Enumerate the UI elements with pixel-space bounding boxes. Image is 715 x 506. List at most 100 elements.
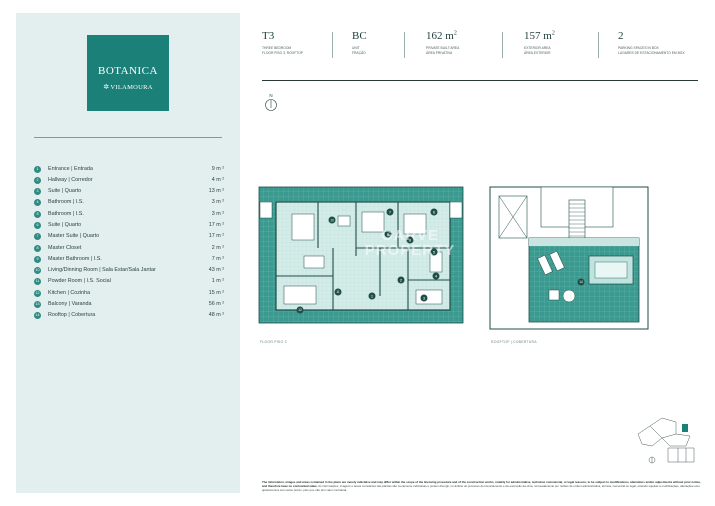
parking-value: 2 [618, 30, 624, 42]
typology-value: T3 [262, 30, 275, 42]
unit-header: T3 THREE BEDROOM FLOOR PISO 3, ROOFTOP B… [262, 30, 698, 82]
exterior-area-label-pt: ÁREA EXTERIOR [524, 50, 551, 55]
header-separator [598, 32, 599, 58]
header-rule [262, 80, 698, 81]
private-area-label-pt: ÁREA PRIVATIVA [426, 50, 453, 55]
typology-label-pt: FLOOR PISO 3, ROOFTOP [262, 50, 303, 55]
stat-typology: T3 THREE BEDROOM FLOOR PISO 3, ROOFTOP [262, 30, 303, 55]
plan-room-number: 5 [433, 249, 436, 254]
room-area: 13 m ² [208, 188, 224, 195]
watermark-line-2: PROPERTY [364, 242, 456, 259]
room-list-item: 9 Master Bathroom | I.S. 7 m ² [34, 254, 224, 265]
plan-room-number: 6 [433, 209, 436, 214]
room-name: Master Suite | Quarto [48, 233, 100, 240]
unit-label-pt: FRAÇÃO [352, 50, 366, 55]
room-list-item: 13 Balcony | Varanda 56 m ² [34, 300, 224, 311]
plan-room-number: 3 [423, 295, 426, 300]
room-number-badge: 3 [34, 188, 41, 196]
room-number-badge: 2 [34, 176, 41, 184]
room-panel: BOTANICA ✲VILAMOURA 1 Entrance | Entrada 9… [16, 13, 240, 493]
stat-parking: 2 PARKING SPACES IN BOX LUGARES DE ESTAC… [618, 30, 685, 55]
room-name: Suite | Quarto [48, 221, 82, 228]
watermark: GARVE PROPERTY [345, 228, 475, 258]
header-separator [332, 32, 333, 58]
compass-north-label: N [269, 93, 272, 98]
exterior-area-unit-sup: 2 [551, 30, 555, 37]
brand-name: BOTANICA [98, 65, 158, 77]
key-plan-diagram [637, 417, 695, 464]
room-number-badge: 10 [34, 267, 41, 275]
plan-room-number: 8 [409, 237, 412, 242]
plan-room-number: 4 [435, 273, 438, 278]
header-separator [404, 32, 405, 58]
room-area: 4 m ² [211, 176, 224, 183]
room-list-item: 3 Suite | Quarto 13 m ² [34, 187, 224, 198]
room-number-badge: 9 [34, 255, 41, 263]
private-area-unit-sup: 2 [453, 30, 457, 37]
compass-icon: N [265, 93, 277, 111]
floor-plan-label: FLOOR PISO 3 [260, 340, 287, 344]
room-area: 43 m ² [208, 267, 224, 274]
plan-room-number: 2 [400, 277, 403, 282]
stat-private-area: 162 m2 PRIVATE BUILT AREA ÁREA PRIVATIVA [426, 30, 459, 55]
private-area-value: 162 m [426, 30, 454, 42]
room-number-badge: 6 [34, 221, 41, 229]
plan-room-number: 7 [389, 209, 392, 214]
brand-location-row: ✲VILAMOURA [87, 83, 169, 91]
plan-room-number: 14 [579, 280, 583, 284]
room-list-item: 10 Living/Dinning Room | Sala Estar/Sala … [34, 266, 224, 277]
room-number-badge: 4 [34, 199, 41, 207]
brand-logo: BOTANICA ✲VILAMOURA [87, 35, 169, 111]
plan-room-number: 1 [371, 293, 374, 298]
exterior-area-value: 157 m [524, 30, 552, 42]
rooftop-plan-label: ROOFTOP | COBERTURA [491, 340, 537, 344]
room-number-badge: 11 [34, 278, 41, 286]
room-area: 17 m ² [208, 221, 224, 228]
room-name: Rooftop | Cobertura [48, 312, 96, 319]
room-area: 3 m ² [211, 199, 224, 206]
parking-label-pt: LUGARES DE ESTACIONAMENTO EM BOX [618, 50, 685, 55]
room-area: 7 m ² [211, 255, 224, 262]
rooftop-plan: 14 [489, 186, 649, 330]
disclaimer-english: The information, images and areas contai… [262, 480, 701, 488]
plan-room-number: 12 [298, 308, 302, 312]
plan-room-number: 10 [330, 218, 334, 222]
room-name: Suite | Quarto [48, 188, 82, 195]
room-number-badge: 8 [34, 244, 41, 252]
room-number-badge: 13 [34, 301, 41, 309]
room-area: 9 m ² [211, 165, 224, 172]
room-name: Balcony | Varanda [48, 301, 92, 308]
stat-unit: BC UNIT FRAÇÃO [352, 30, 367, 55]
room-number-badge: 14 [34, 312, 41, 320]
room-name: Master Bathroom | I.S. [48, 255, 102, 262]
legal-disclaimer: The information, images and areas contai… [262, 480, 702, 492]
room-area: 17 m ² [208, 233, 224, 240]
private-area-label: PRIVATE BUILT AREA [426, 46, 460, 50]
room-name: Bathroom | I.S. [48, 199, 84, 206]
room-name: Master Closet [48, 244, 82, 251]
room-list-item: 14 Rooftop | Cobertura 48 m ² [34, 311, 224, 322]
watermark-line-1: GARVE [380, 227, 440, 244]
brand-location: VILAMOURA [110, 84, 153, 91]
room-name: Kitchen | Cozinha [48, 289, 91, 296]
room-area: 56 m ² [208, 301, 224, 308]
room-name: Living/Dinning Room | Sala Estar/Sala Ja… [48, 267, 156, 274]
typology-label: THREE BEDROOM [262, 46, 292, 50]
room-name: Powder Room | I.S. Social [48, 278, 111, 285]
room-list-item: 4 Bathroom | I.S. 3 m ² [34, 198, 224, 209]
exterior-area-label: EXTERIOR AREA [524, 46, 551, 50]
room-number-badge: 5 [34, 210, 41, 218]
room-area: 3 m ² [211, 210, 224, 217]
disclaimer-portuguese: As informações, imagens e áreas constant… [262, 483, 700, 492]
room-number-badge: 12 [34, 289, 41, 297]
unit-label: UNIT [352, 46, 360, 50]
room-name: Entrance | Entrada [48, 165, 93, 172]
room-number-badge: 1 [34, 165, 41, 173]
room-area: 48 m ² [208, 312, 224, 319]
